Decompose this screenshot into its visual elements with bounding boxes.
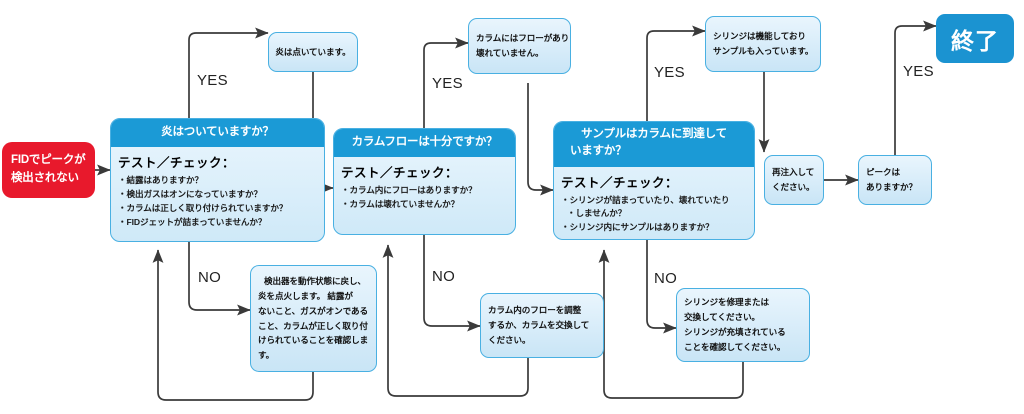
decision-sample-body-title: テスト／チェック：	[561, 175, 679, 190]
outcome-syringe-line-1: シリンジは機能しており	[713, 31, 806, 42]
branch-label-yes-sample: YES	[654, 64, 685, 81]
peak-check-line-2: ありますか？	[866, 182, 917, 192]
decision-column-flow-body-title: テスト／チェック：	[341, 166, 459, 181]
branch-label-no-sample: NO	[654, 270, 678, 287]
outcome-flame-line-1: 炎は点いています。	[275, 46, 351, 57]
decision-flame-lit[interactable]: 炎はついていますか？ テスト／チェック： 結露はありますか？ 検出ガスはオンにな…	[110, 118, 325, 242]
action-syringe-line-3: シリンジが充填されている	[684, 327, 786, 337]
check-item: カラム内にフローはありますか？	[341, 184, 508, 198]
reinject-line-1: 再注入して	[772, 167, 815, 178]
branch-label-no-flame: NO	[198, 269, 222, 286]
action-detector-line-1: 検出器を動作状態に戻し、	[264, 276, 366, 287]
action-colflow-line-2: するか、カラムを交換して	[488, 320, 590, 331]
check-item: カラムは壊れていませんか？	[341, 198, 508, 212]
wire-peak-yes	[894, 20, 937, 160]
check-item: 検出ガスはオンになっていますか？	[118, 188, 317, 202]
check-item: シリンジ内にサンプルはありますか？	[561, 221, 747, 235]
start-line-1: FIDでピークが	[11, 154, 86, 167]
decision-flame-body-title: テスト／チェック：	[118, 156, 236, 171]
decision-flame-body: テスト／チェック： 結露はありますか？ 検出ガスはオンになっていますか？ カラム…	[111, 147, 324, 236]
check-item: 結露はありますか？	[118, 174, 317, 188]
action-fix-column-flow[interactable]: カラム内のフローを調整 するか、カラムを交換して ください。	[480, 293, 604, 358]
action-detector-line-3: ないこと、ガスがオンである	[258, 305, 368, 316]
action-detector-line-5: けられていることを確認しま	[258, 335, 369, 346]
branch-label-yes-flame: YES	[197, 72, 228, 89]
wire-columnok-to-sample	[527, 83, 554, 196]
outcome-syringe-ok[interactable]: シリンジは機能しており サンプルも入っています。	[705, 16, 821, 72]
decision-sample-check-list: シリンジが詰まっていたり、壊れていたり しませんか？ シリンジ内にサンプルはあり…	[561, 194, 747, 236]
branch-label-no-column-flow: NO	[432, 268, 456, 285]
outcome-flame-is-lit[interactable]: 炎は点いています。	[268, 32, 358, 72]
start-line-2: 検出されない	[11, 172, 79, 184]
decision-column-flow[interactable]: カラムフローは十分ですか？ テスト／チェック： カラム内にフローはありますか？ …	[333, 128, 516, 235]
branch-label-yes-column-flow: YES	[432, 75, 463, 92]
peak-check-line-1: ピークは	[866, 167, 900, 178]
decision-sample-reaches-column[interactable]: サンプルはカラムに到達して いますか？ テスト／チェック： シリンジが詰まってい…	[553, 121, 755, 240]
outcome-column-line-2: 壊れていません。	[476, 48, 544, 58]
outcome-column-has-flow[interactable]: カラムにはフローがあり 壊れていません。	[468, 18, 571, 74]
start-node-no-fid-peak[interactable]: FIDでピークが 検出されない	[2, 142, 95, 198]
decision-sample-header-line-1: サンプルはカラムに到達して	[581, 128, 727, 140]
action-detector-line-2: 炎を点火します。 結露が	[258, 290, 353, 301]
decision-sample-header-line-2: いますか？	[570, 145, 627, 158]
action-reinject[interactable]: 再注入して ください。	[764, 155, 824, 205]
action-syringe-line-4: ことを確認してください。	[684, 341, 786, 352]
action-colflow-line-1: カラム内のフローを調整	[488, 305, 582, 316]
decision-peak-present[interactable]: ピークは ありますか？	[858, 155, 932, 205]
decision-column-flow-check-list: カラム内にフローはありますか？ カラムは壊れていませんか？	[341, 184, 508, 212]
action-syringe-line-2: 交換してください。	[684, 312, 760, 323]
end-label: 終了	[951, 27, 999, 54]
branch-label-yes-peak: YES	[903, 63, 934, 80]
action-detector-line-4: こと、カラムが正しく取り付	[258, 320, 368, 331]
outcome-syringe-line-2: サンプルも入っています。	[713, 46, 814, 56]
action-relight-detector[interactable]: 検出器を動作状態に戻し、 炎を点火します。 結露が ないこと、ガスがオンである …	[250, 265, 377, 372]
check-item: FIDジェットが詰まっていませんか？	[118, 216, 317, 230]
decision-column-flow-body: テスト／チェック： カラム内にフローはありますか？ カラムは壊れていませんか？	[334, 157, 515, 218]
action-syringe-line-1: シリンジを修理または	[684, 297, 769, 308]
action-colflow-line-3: ください。	[488, 334, 531, 345]
reinject-line-2: ください。	[772, 182, 815, 192]
action-fix-syringe[interactable]: シリンジを修理または 交換してください。 シリンジが充填されている ことを確認し…	[676, 288, 810, 362]
action-detector-line-6: す。	[258, 350, 275, 361]
check-item-cont: しませんか？	[561, 207, 747, 221]
decision-column-flow-header: カラムフローは十分ですか？	[334, 129, 515, 158]
decision-sample-body: テスト／チェック： シリンジが詰まっていたり、壊れていたり しませんか？ シリン…	[554, 167, 754, 240]
check-item: シリンジが詰まっていたり、壊れていたり	[561, 194, 747, 208]
decision-flame-check-list: 結露はありますか？ 検出ガスはオンになっていますか？ カラムは正しく取り付けられ…	[118, 174, 317, 230]
outcome-column-line-1: カラムにはフローがあり	[476, 33, 570, 44]
check-item: カラムは正しく取り付けられていますか？	[118, 202, 317, 216]
end-node-finish[interactable]: 終了	[936, 14, 1014, 63]
decision-flame-header: 炎はついていますか？	[111, 119, 324, 148]
decision-sample-header: サンプルはカラムに到達して いますか？	[554, 122, 754, 167]
